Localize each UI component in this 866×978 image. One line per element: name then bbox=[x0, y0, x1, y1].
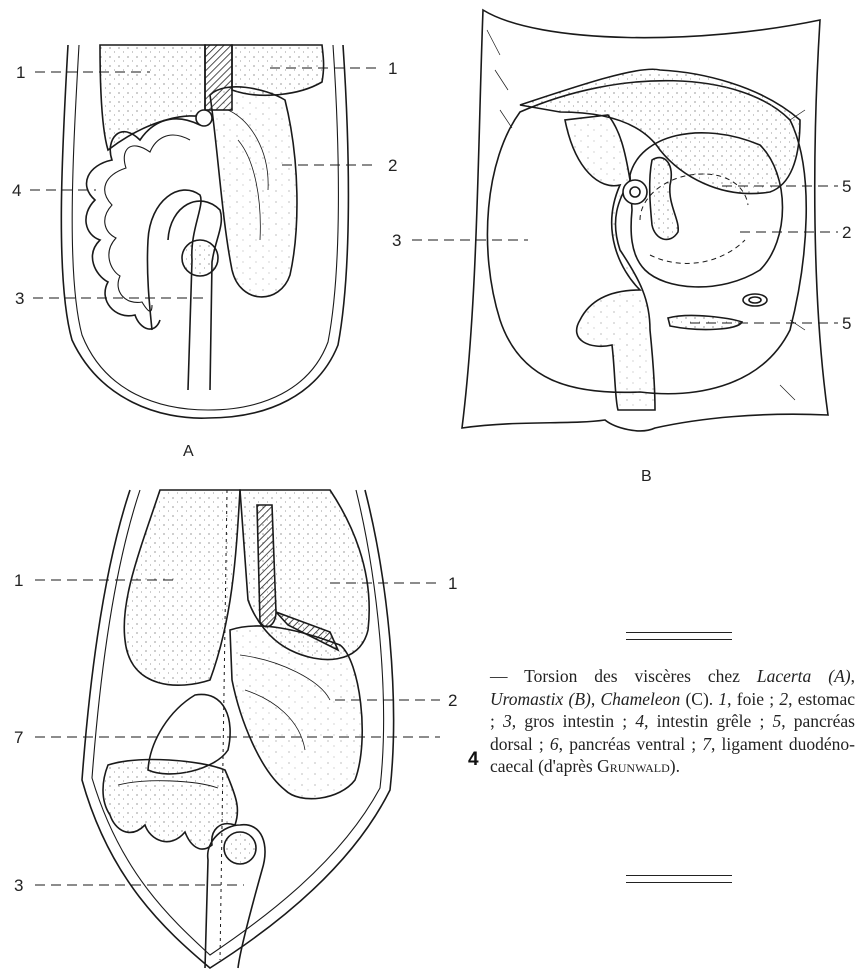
panel-b-label-5-lower: 5 bbox=[842, 314, 851, 333]
caption-n3: 3 bbox=[503, 711, 512, 731]
panel-b-letter: B bbox=[641, 468, 652, 485]
panel-c-stomach bbox=[230, 626, 362, 799]
caption-n6: 6 bbox=[550, 734, 559, 754]
caption-n4: 4 bbox=[635, 711, 644, 731]
side-number: 4 bbox=[468, 749, 479, 771]
panel-c bbox=[35, 490, 440, 968]
caption-a: (A) bbox=[828, 666, 850, 686]
caption-rule-top bbox=[626, 632, 732, 640]
panel-c-oesophagus bbox=[257, 505, 276, 627]
panel-a-label-2: 2 bbox=[388, 156, 397, 175]
caption-t3: , gros intestin ; bbox=[512, 711, 636, 731]
caption-c: (C). bbox=[685, 689, 713, 709]
caption-t4: , intestin grêle ; bbox=[644, 711, 772, 731]
caption-uromastix: Uromastix bbox=[490, 689, 563, 709]
panel-a-label-1-right: 1 bbox=[388, 59, 397, 78]
caption-lacerta: Lacerta bbox=[757, 666, 811, 686]
panel-b-large-intestine bbox=[565, 115, 655, 410]
caption-b: (B) bbox=[569, 689, 591, 709]
panel-a-large-intestine bbox=[147, 190, 201, 390]
caption-rule-bottom bbox=[626, 875, 732, 883]
caption-n1: 1 bbox=[718, 689, 727, 709]
panel-a-letter: A bbox=[183, 443, 194, 460]
panel-a-label-1-left: 1 bbox=[16, 63, 25, 82]
panel-b-label-3: 3 bbox=[392, 231, 401, 250]
caption-end: ). bbox=[670, 756, 680, 776]
caption-author: Grunwald bbox=[597, 756, 670, 776]
panel-a-label-4: 4 bbox=[12, 181, 21, 200]
caption-lead: — Torsion des viscères chez bbox=[490, 666, 757, 686]
panel-c-label-7: 7 bbox=[14, 728, 23, 747]
caption-n5: 5 bbox=[772, 711, 781, 731]
caption-n2: 2 bbox=[779, 689, 788, 709]
caption-t6: , pancréas ventral ; bbox=[559, 734, 703, 754]
panel-b-label-2: 2 bbox=[842, 223, 851, 242]
panel-a-stomach bbox=[210, 87, 297, 297]
panel-c-label-1-right: 1 bbox=[448, 574, 457, 593]
panel-c-label-2: 2 bbox=[448, 691, 457, 710]
caption-chameleon: Chameleon bbox=[600, 689, 680, 709]
panel-b-pancreas-dorsal-upper bbox=[650, 158, 679, 240]
caption-t1: , foie ; bbox=[727, 689, 779, 709]
panel-b bbox=[412, 10, 838, 431]
panel-a bbox=[30, 45, 380, 418]
panel-c-label-1-left: 1 bbox=[14, 571, 23, 590]
panel-c-liver-left bbox=[124, 490, 240, 685]
panel-a-oesophagus bbox=[205, 45, 232, 110]
caption-n7: 7 bbox=[702, 734, 711, 754]
panel-a-label-3: 3 bbox=[15, 289, 24, 308]
panel-b-label-5-upper: 5 bbox=[842, 177, 851, 196]
panel-c-label-3: 3 bbox=[14, 876, 23, 895]
figure-caption: — Torsion des viscères chez Lacerta (A),… bbox=[490, 665, 855, 778]
